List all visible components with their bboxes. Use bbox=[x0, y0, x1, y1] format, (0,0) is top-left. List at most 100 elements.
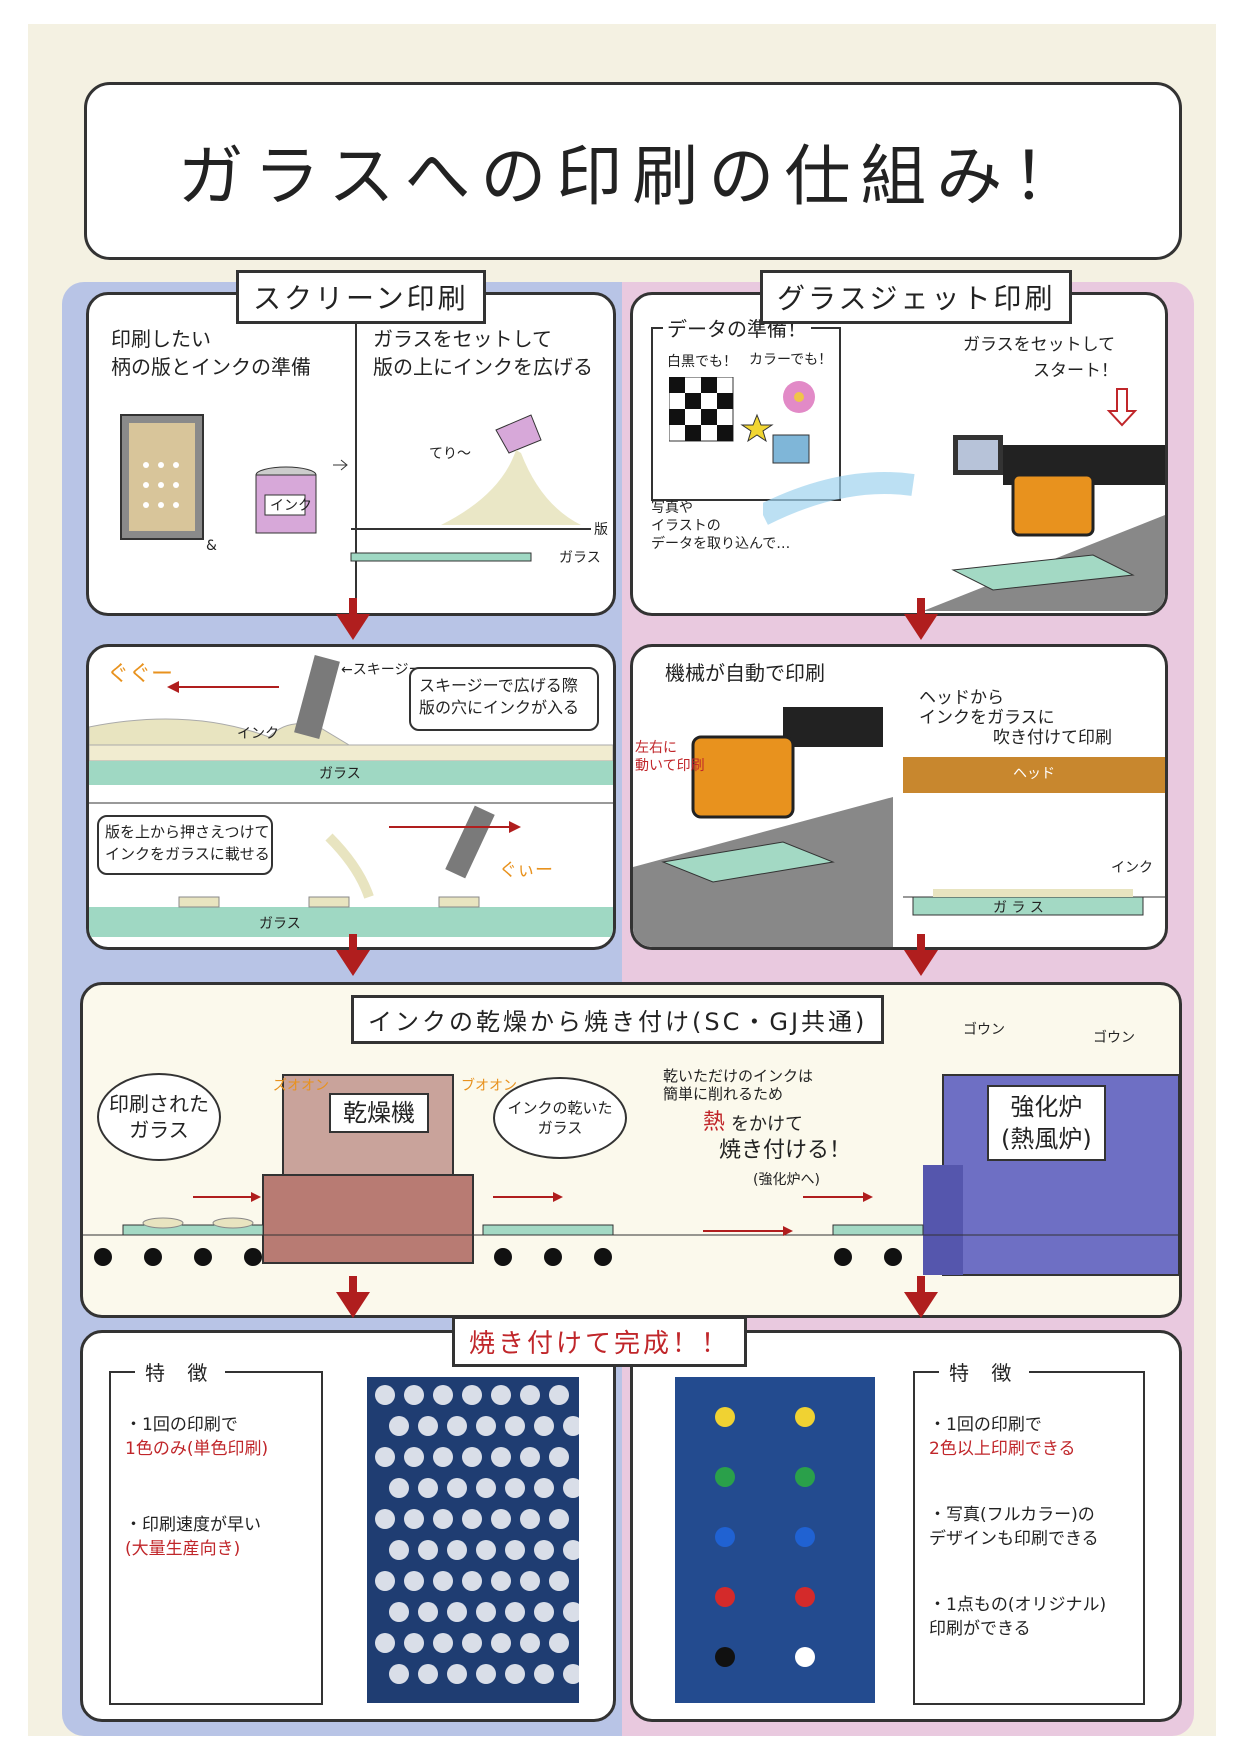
sfx3: ゴウン bbox=[963, 1022, 1005, 1038]
note1-2: 簡単に削れるため bbox=[663, 1085, 784, 1103]
glass-dot bbox=[534, 1602, 554, 1622]
teri-sfx: てり～ bbox=[429, 446, 471, 462]
glass-dot bbox=[462, 1385, 482, 1405]
screen-features-label: 特 徴 bbox=[135, 1357, 226, 1386]
glass-dot bbox=[447, 1540, 467, 1560]
glass-dot bbox=[520, 1571, 540, 1591]
heat-word: 熱 bbox=[703, 1110, 726, 1135]
glass-dot bbox=[505, 1540, 525, 1560]
screen-feature-1-line1: ・1回の印刷で bbox=[125, 1415, 238, 1435]
screen-product-photo bbox=[367, 1377, 579, 1703]
glassjet-panel-prep: データの準備！ 白黒でも！ カラーでも！ 写真や イラストの データを取り込んで… bbox=[630, 292, 1168, 616]
step2-note-1: スキージーで広げる際 bbox=[419, 676, 578, 695]
glassjet-feature-3-line1: ・1点もの(オリジナル) bbox=[929, 1595, 1107, 1615]
glass-dot bbox=[375, 1571, 395, 1591]
page-title: ガラスへの印刷の仕組み！ bbox=[177, 138, 1089, 215]
glass-dot bbox=[389, 1540, 409, 1560]
glass-dot bbox=[433, 1509, 453, 1529]
head-note-2: インクをガラスに bbox=[919, 708, 1055, 728]
lr-note-2: 動いて印刷 bbox=[635, 758, 705, 774]
glass-dot bbox=[447, 1664, 467, 1684]
glass-dot bbox=[433, 1385, 453, 1405]
step3-note-box bbox=[97, 815, 273, 875]
glass-dot bbox=[505, 1602, 525, 1622]
glassjet-feature-2-line2: デザインも印刷できる bbox=[929, 1529, 1099, 1549]
screen-feature-1: ・1回の印刷で 1色のみ(単色印刷) bbox=[125, 1413, 268, 1461]
glass-dot bbox=[462, 1571, 482, 1591]
glass-dot bbox=[404, 1571, 424, 1591]
glassjet-features-label: 特 徴 bbox=[939, 1357, 1030, 1386]
glass-dot bbox=[375, 1633, 395, 1653]
screen-step1-right-1: ガラスをセットして bbox=[373, 327, 552, 351]
lr-note-1: 左右に bbox=[635, 740, 677, 756]
ink-can-label: インク bbox=[270, 498, 312, 514]
glass-dot bbox=[418, 1664, 438, 1684]
glass-dot bbox=[491, 1447, 511, 1467]
finish-header: 焼き付けて完成！！ bbox=[452, 1316, 748, 1367]
divider bbox=[355, 321, 357, 611]
sfx1: ズオオン bbox=[273, 1078, 329, 1094]
glass-dot bbox=[491, 1509, 511, 1529]
screen-step1-right-2: 版の上にインクを広げる bbox=[373, 355, 593, 379]
glass-dot bbox=[563, 1602, 579, 1622]
dot-pattern bbox=[375, 1385, 579, 1684]
glass-dot bbox=[520, 1447, 540, 1467]
step3-note-1: 版を上から押さえつけて bbox=[105, 823, 270, 841]
ink-label: インク bbox=[237, 726, 279, 742]
head-note-1: ヘッドから bbox=[919, 688, 1004, 708]
glass-dot bbox=[433, 1633, 453, 1653]
glass-dot bbox=[447, 1478, 467, 1498]
screen-panel-prep: 印刷したい 柄の版とインクの準備 ガラスをセットして 版の上にインクを広げる &… bbox=[86, 292, 616, 616]
glass-dot bbox=[534, 1664, 554, 1684]
screen-feature-2: ・印刷速度が早い (大量生産向き) bbox=[125, 1513, 261, 1561]
glass-dot bbox=[404, 1633, 424, 1653]
glassjet-header: グラスジェット印刷 bbox=[760, 270, 1073, 324]
glass-label: ガラス bbox=[559, 550, 601, 566]
glass-dot bbox=[462, 1447, 482, 1467]
glass-dot bbox=[549, 1633, 569, 1653]
glass-dot bbox=[476, 1664, 496, 1684]
glass-dot bbox=[404, 1447, 424, 1467]
glassjet-feature-2-line1: ・写真(フルカラー)の bbox=[929, 1505, 1095, 1525]
glass-dot bbox=[389, 1416, 409, 1436]
title-box: ガラスへの印刷の仕組み！ bbox=[84, 82, 1182, 260]
glass-dot bbox=[476, 1602, 496, 1622]
glassjet-feature-2: ・写真(フルカラー)の デザインも印刷できる bbox=[929, 1503, 1099, 1551]
squeegee-illustration bbox=[89, 654, 613, 937]
screen-step1-left-2: 柄の版とインクの準備 bbox=[111, 355, 311, 379]
glass-dot bbox=[418, 1540, 438, 1560]
glass-dot bbox=[418, 1602, 438, 1622]
dried-ink-2: ガラス bbox=[537, 1119, 583, 1137]
head-label: ヘッド bbox=[1013, 766, 1055, 782]
glass-dot bbox=[433, 1447, 453, 1467]
glass-dot bbox=[462, 1633, 482, 1653]
glass-dot bbox=[491, 1633, 511, 1653]
glass-dot bbox=[549, 1447, 569, 1467]
glass-dot bbox=[563, 1664, 579, 1684]
glass-dot bbox=[418, 1416, 438, 1436]
glass-dot bbox=[505, 1416, 525, 1436]
set-start-2: スタート！ bbox=[1033, 361, 1118, 381]
screen-panel-squeegee: ぐぐー ←スキージー インク スキージーで広げる際 版の穴にインクが入る ガラス… bbox=[86, 644, 616, 950]
glassjet-feature-1: ・1回の印刷で 2色以上印刷できる bbox=[929, 1413, 1075, 1461]
flow-arrow-down bbox=[904, 934, 938, 976]
step2-note-box bbox=[409, 667, 599, 731]
import-note-1: 写真や bbox=[651, 500, 693, 516]
import-note-3: データを取り込んで… bbox=[651, 536, 791, 552]
data-illustration bbox=[669, 377, 815, 464]
glass-dot bbox=[375, 1447, 395, 1467]
glassjet-finish-panel: 特 徴 ・1回の印刷で 2色以上印刷できる ・写真(フルカラー)の デザインも印… bbox=[630, 1330, 1182, 1722]
glass-label-2: ガラス bbox=[319, 766, 361, 782]
set-start-1: ガラスをセットして bbox=[963, 335, 1116, 355]
glass-dot bbox=[404, 1509, 424, 1529]
glassjet-head-illustration bbox=[633, 707, 1165, 947]
step3-note-2: インクをガラスに載せる bbox=[105, 845, 270, 863]
screen-feature-2-line2: (大量生産向き) bbox=[125, 1539, 241, 1559]
dry-illustration bbox=[83, 1074, 1179, 1276]
glass-dot bbox=[462, 1509, 482, 1529]
glassjet-feature-3: ・1点もの(オリジナル) 印刷ができる bbox=[929, 1593, 1106, 1641]
screen-header: スクリーン印刷 bbox=[236, 270, 486, 324]
screen-prep-illustration bbox=[120, 414, 591, 562]
ink-label-gj: インク bbox=[1111, 860, 1153, 876]
screen-features-box: 特 徴 ・1回の印刷で 1色のみ(単色印刷) ・印刷速度が早い (大量生産向き) bbox=[109, 1357, 323, 1705]
